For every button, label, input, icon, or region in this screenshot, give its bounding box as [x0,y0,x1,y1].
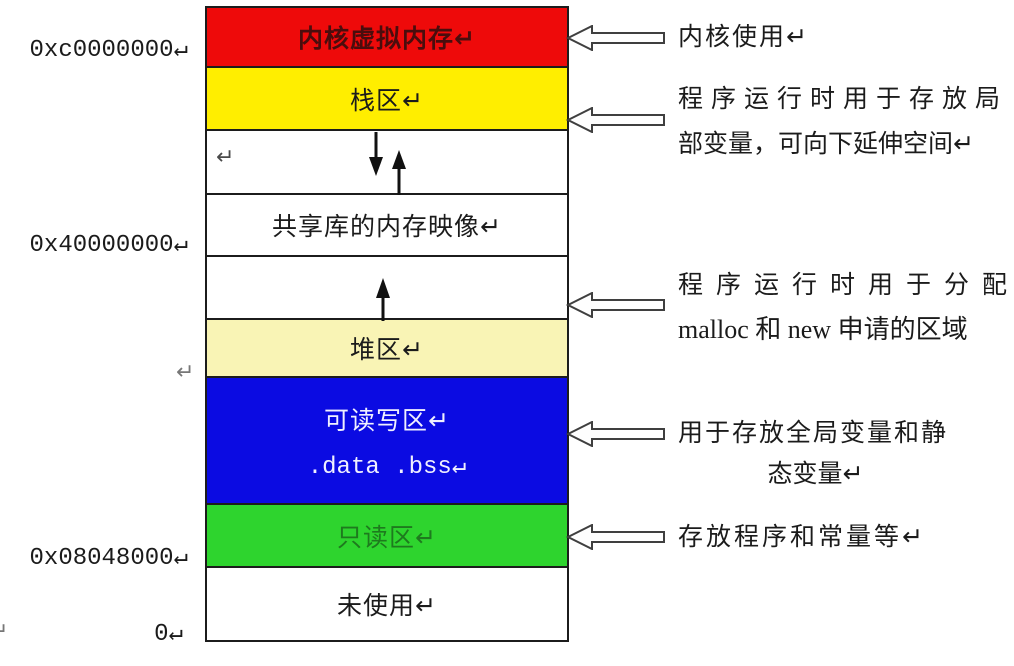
up-arrow-icon [392,150,406,195]
annotation-line: 存放程序和常量等↵ [678,522,926,551]
block-kernel-label: 内核虚拟内存↵ [298,24,476,53]
block-heap: 堆区↵ [207,320,567,378]
block-stack-label: 栈区↵ [350,85,424,115]
annotation-line: 部变量，可向下延伸空间↵ [678,129,974,158]
address-program-start: 0x08048000↵ [29,545,188,572]
annotation-line: 内核使用↵ [678,22,809,51]
block-unused: 未使用↵ [207,568,567,640]
annotation-heap: 程序运行时用于分配 malloc 和 new 申请的区域 [678,262,1014,352]
annotation-line: 态变量↵ [767,459,864,488]
down-arrow-icon [369,132,383,176]
annotation-line: 程序运行时用于存放局 [678,84,1009,113]
annotation-line: malloc 和 new 申请的区域 [678,315,968,344]
annotation-line: 用于存放全局变量和静 [678,418,949,447]
memory-box: 内核虚拟内存↵ 栈区↵ 共享库的内存映像↵ 堆区↵ 可读写区↵ .data .b… [205,6,569,642]
address-zero: 0↵ [154,621,183,648]
paragraph-mark: ↵ [0,621,8,643]
block-unused-label: 未使用↵ [337,591,437,620]
left-block-arrow-icon [566,421,665,447]
block-shared-library: 共享库的内存映像↵ [207,195,567,257]
annotation-line: 程序运行时用于分配 [678,270,1014,299]
annotation-read-write: 用于存放全局变量和静 态变量↵ [678,412,953,494]
address-kernel-base: 0xc0000000↵ [29,37,188,64]
annotation-read-only: 存放程序和常量等↵ [678,514,926,559]
block-read-write-label: 可读写区↵ [324,405,450,435]
block-read-write: 可读写区↵ .data .bss↵ [207,378,567,505]
block-shared-library-label: 共享库的内存映像↵ [272,212,502,241]
annotation-kernel: 内核使用↵ [678,14,809,59]
left-block-arrow-icon [566,25,665,51]
left-block-arrow-icon [566,524,665,550]
left-block-arrow-icon [566,107,665,133]
paragraph-mark: ↵ [176,360,195,385]
block-read-only-label: 只读区↵ [337,522,437,552]
block-heap-growth-gap [207,257,567,320]
block-read-write-sections-label: .data .bss↵ [307,453,467,481]
block-heap-label: 堆区↵ [350,335,424,364]
block-read-only: 只读区↵ [207,505,567,568]
block-stack-growth-gap [207,131,567,195]
annotation-stack: 程序运行时用于存放局 部变量，可向下延伸空间↵ [678,76,1008,166]
paragraph-mark: ↵ [216,145,235,170]
block-kernel-virtual-memory: 内核虚拟内存↵ [207,8,567,68]
left-block-arrow-icon [566,292,665,318]
up-arrow-icon [376,278,390,321]
address-shared-lib-base: 0x40000000↵ [29,232,188,259]
block-stack: 栈区↵ [207,68,567,131]
